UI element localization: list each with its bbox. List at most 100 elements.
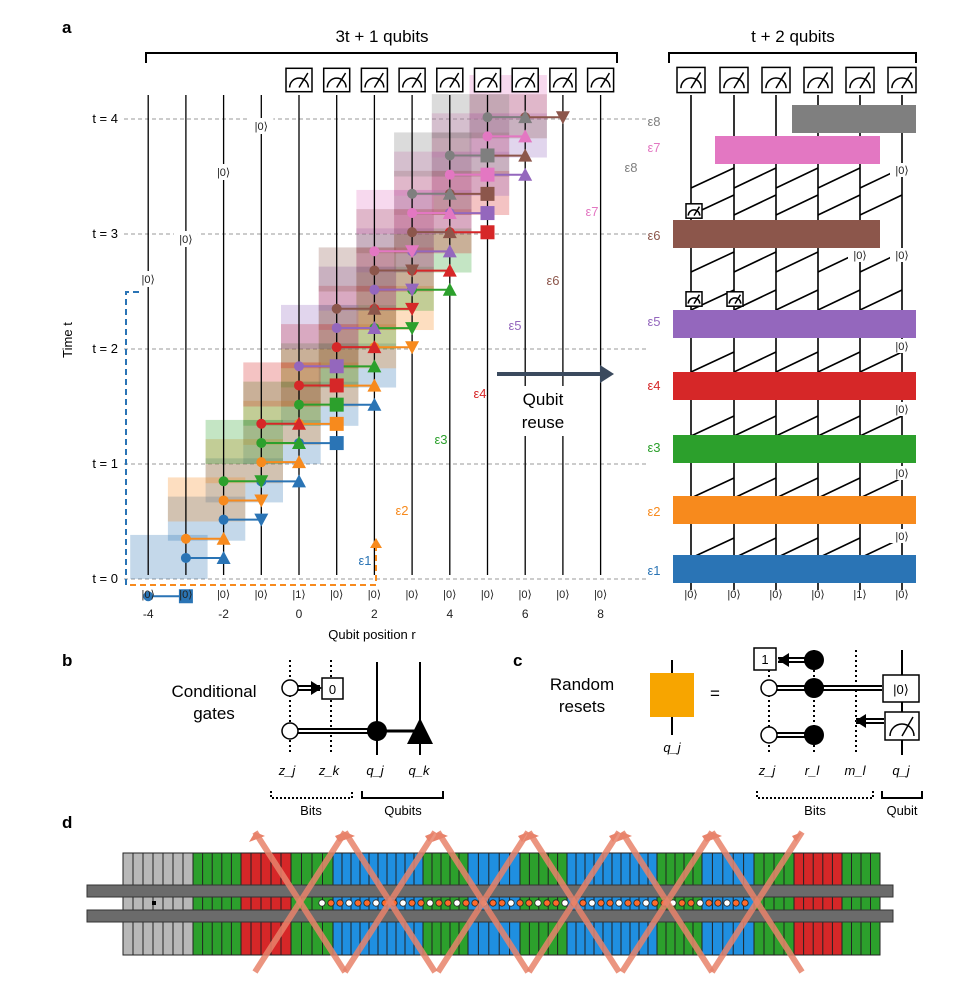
trap-zone-12 [793,852,843,956]
right-ket-1: |0⟩ [895,468,908,480]
ion-20 [498,899,506,907]
panel-d-trap-layout [86,830,894,974]
meter-left-6-box [511,67,539,93]
meter-right-small-2 [726,291,744,307]
c-dot-2 [804,678,824,698]
ion-37 [651,899,659,907]
ion-32 [606,899,614,907]
meter-left-8 [586,67,615,93]
trap-marker [152,901,156,905]
meter-left-6-arc [515,77,536,88]
right-ket-bg-5 [890,248,914,262]
right-bottom-ket-4: |1⟩ [853,589,866,601]
ctrl-eps2-2 [256,457,267,468]
meter-right-small-0-arc [687,209,701,216]
transport-arrowhead-1-0 [339,832,355,842]
tgt-eps8-1 [480,148,495,163]
ion-0 [318,899,326,907]
swap-2-0 [690,415,735,437]
meter-left-0-needle [298,72,309,88]
tgt-eps4-1 [329,378,344,393]
ctrl-eps7-3 [482,131,493,142]
bottom-ket-0: |0⟩ [142,589,155,601]
ion-45 [723,899,731,907]
label-qj: q_j [366,763,384,778]
transport-arrowhead-1-1 [425,832,435,842]
tgt-eps6-0 [367,301,382,315]
ctrl-eps3-2 [294,399,304,410]
meter-left-1-needle [336,72,347,88]
x-tick-4: 4 [446,607,453,621]
transport-arrowhead-0-1 [335,832,345,842]
reuse-label-bg [510,386,574,436]
ion-11 [417,899,425,907]
right-bar-eps1 [673,555,916,583]
ion-6 [372,899,380,907]
swap-2-2 [775,415,819,437]
right-bar-eps4 [673,372,916,400]
meter-left-2-arc [364,77,385,88]
right-ket-3: |0⟩ [895,341,908,353]
meter-left-0 [285,67,313,93]
right-ket-bg-6 [890,163,914,177]
bottom-ket-8: |0⟩ [443,589,456,601]
ion-9 [399,899,407,907]
right-ket-bg-1 [890,466,914,480]
meter-right-0-needle [690,72,702,89]
transport-arrow-3-1 [526,830,622,974]
meter-right-1 [719,66,749,94]
meter-left-3-arc [401,77,423,88]
meter-right-3-needle [817,72,829,89]
right-bar-eps3 [673,435,916,463]
ctrl-eps2-1 [218,495,229,506]
c-bits-bracket [756,791,874,799]
target-triangle [407,718,433,744]
right-bottom-ket-3: |0⟩ [811,589,824,601]
bits-label: Bits [300,803,322,818]
right-ket-2: |0⟩ [895,404,908,416]
meter-left-6-needle [524,72,535,88]
init-ket-3: |0⟩ [255,121,268,133]
eps-left-1: ε1 [358,553,371,568]
ctrl-eps7-0 [369,246,380,257]
gate-markers [143,110,570,604]
tgt-eps2-2 [292,455,306,469]
time-label-3: t = 3 [92,226,118,241]
swap-3-4 [859,351,903,373]
bottom-ket-12: |0⟩ [594,589,607,601]
c-label-rl: r_l [805,763,821,778]
right-ket-bg-4 [848,248,872,262]
tgt-eps4-3 [405,302,420,316]
ion-15 [453,899,461,907]
meter-right-5-needle [901,72,913,89]
meter-left-3 [398,67,426,93]
meter-right-small-0-needle [693,206,701,216]
reset-box-label: q_j [663,740,681,755]
swap-2-4 [859,415,903,437]
right-ket-6: |0⟩ [895,165,908,177]
transport-arrowhead-2-1 [518,832,528,842]
transport-arrows [249,830,805,974]
ion-4 [354,899,362,907]
ion-34 [624,899,632,907]
panel-a-label: a [62,18,72,37]
ion-33 [615,899,623,907]
transport-arrow-5-1 [709,830,805,974]
swap-1-4 [859,477,903,499]
swap-6-3 [817,194,861,216]
swap-1-2 [775,477,819,499]
right-ket-5: |0⟩ [895,250,908,262]
x-tick-2: 0 [296,607,303,621]
meter-right-1-needle [733,72,745,89]
meter-right-2-box [761,66,791,94]
meter-right-2-needle [775,72,787,89]
transport-arrow-1-1 [342,830,438,974]
trap-zone-1 [192,852,242,956]
swap-2-3 [817,415,861,437]
bottom-kets: |0⟩|0⟩|0⟩|0⟩|1⟩|0⟩|0⟩|0⟩|0⟩|0⟩|0⟩|0⟩|0⟩ [142,589,608,601]
meter-left-5-arc [477,77,498,88]
tgt-eps3-0 [254,475,269,489]
tgt-eps4-2 [367,340,382,354]
bottom-ket-2: |0⟩ [217,589,230,601]
